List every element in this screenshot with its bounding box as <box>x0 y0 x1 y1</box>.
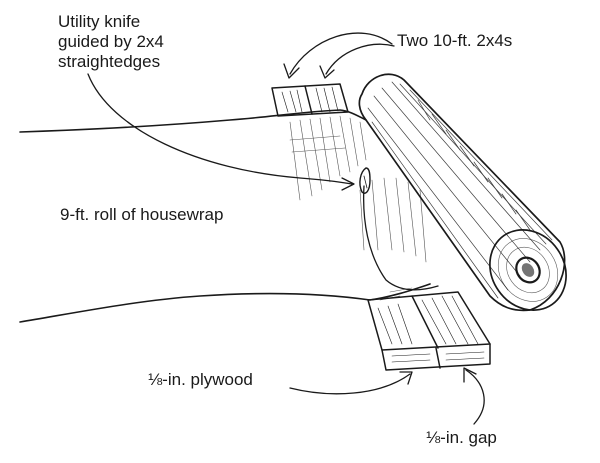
two-by-fours-leader-line-b <box>325 43 395 75</box>
housewrap-bottom-edge <box>19 283 431 323</box>
two-by-fours-leader-line <box>289 32 393 75</box>
plywood-label: ⅛-in. plywood <box>148 370 253 389</box>
gap-label: ⅛-in. gap <box>426 428 497 447</box>
roll-body <box>358 73 566 312</box>
utility-knife-icon <box>359 167 371 194</box>
utility-knife-label: Utility knife guided by 2x4 straightedge… <box>58 12 164 72</box>
cut-line <box>363 185 439 291</box>
housewrap-shading <box>289 115 427 301</box>
utility-knife-label-line2: guided by 2x4 <box>58 32 164 51</box>
roll-end <box>489 229 567 311</box>
gap-leader-line <box>465 369 485 425</box>
two-by-fours-arrowhead-a <box>283 63 300 79</box>
housewrap-roll <box>358 73 567 312</box>
knife-leader-line <box>87 73 353 185</box>
two-by-fours-label: Two 10-ft. 2x4s <box>397 31 513 50</box>
two-by-fours-arrowhead-b <box>319 65 335 79</box>
roll-core <box>515 256 541 284</box>
roll-hatching <box>367 81 553 299</box>
housewrap-roll-label: 9-ft. roll of housewrap <box>60 205 224 224</box>
top-2x4-straightedges <box>271 83 349 117</box>
plywood-leader-line <box>289 373 411 395</box>
roll-end-rings <box>497 238 559 302</box>
knife-leader-arrowhead <box>341 177 355 191</box>
bottom-2x4-straightedges <box>367 291 491 371</box>
gap-arrowhead <box>463 367 477 383</box>
roll-core-inner <box>521 263 535 277</box>
utility-knife-label-line3: straightedges <box>58 52 161 71</box>
plywood-arrowhead <box>399 371 413 385</box>
utility-knife-label-line1: Utility knife <box>58 12 141 31</box>
